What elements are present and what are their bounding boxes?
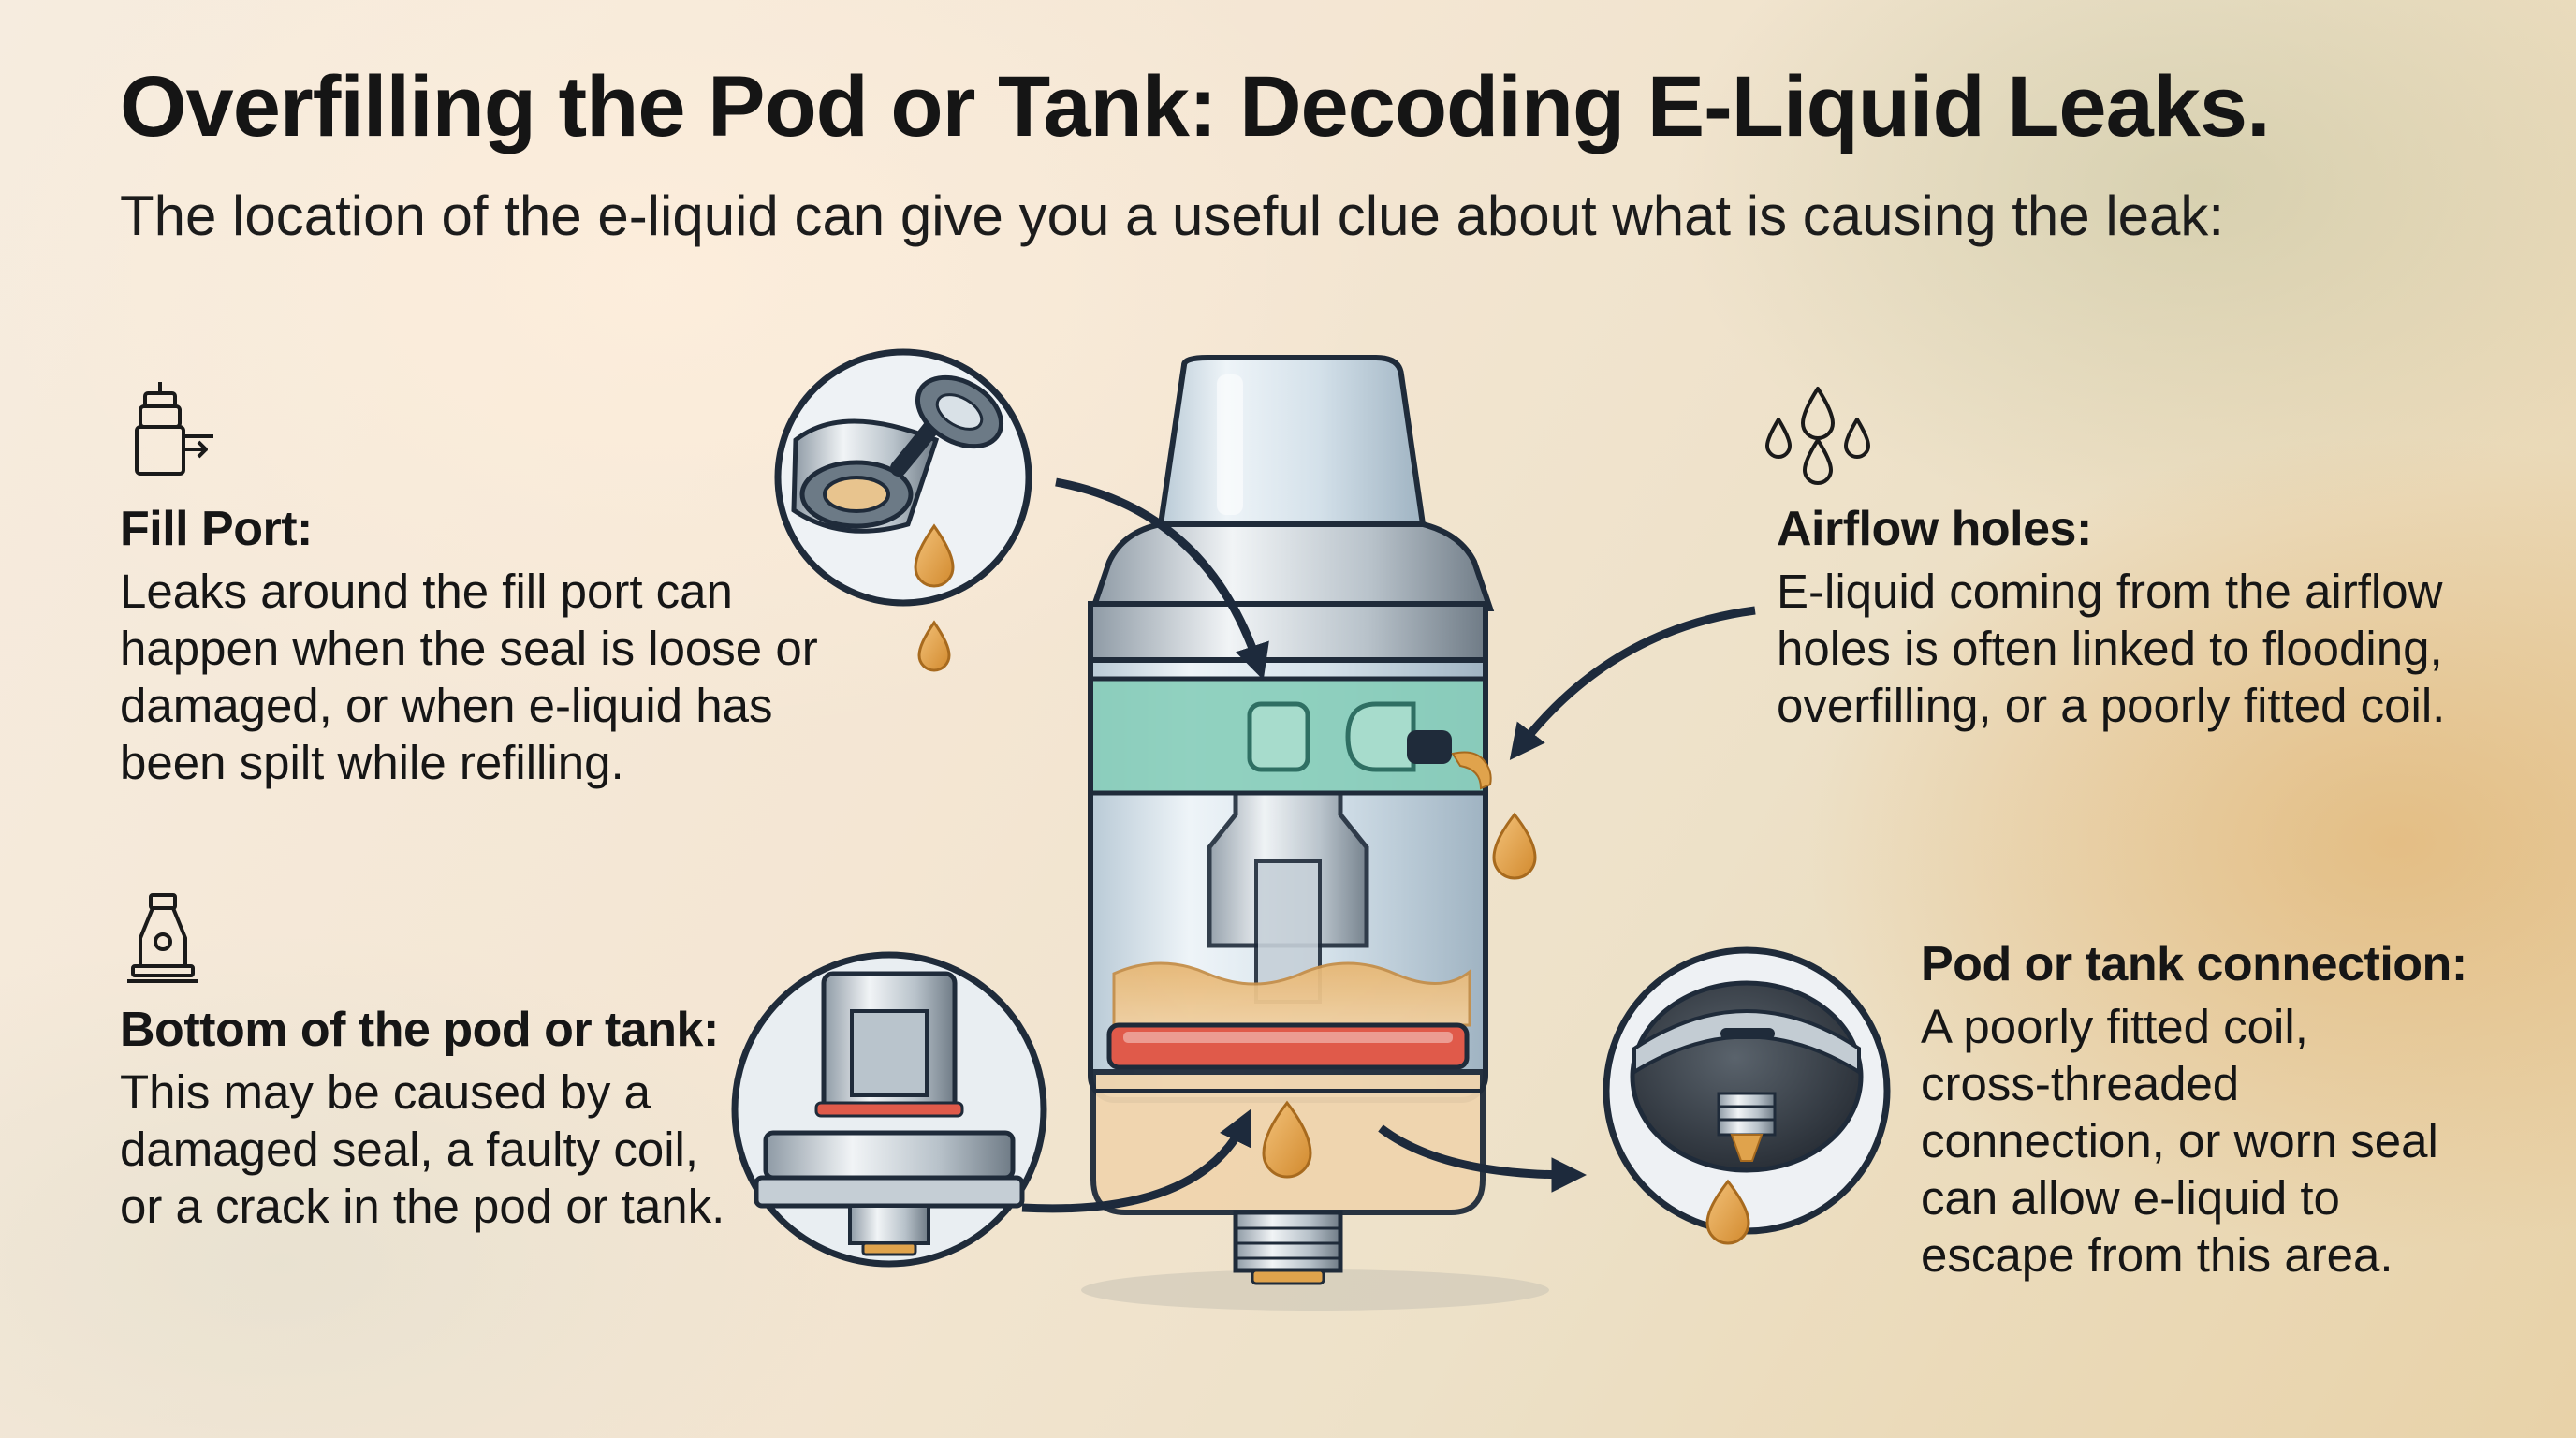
- drip-tip: [1157, 355, 1427, 527]
- base-drop-icon: [1262, 1100, 1312, 1179]
- connection-closeup: [1603, 946, 1891, 1245]
- fill-port-drop-icon: [914, 523, 955, 588]
- connection-line-2: cross-threaded: [1921, 1057, 2240, 1110]
- connection-title: Pod or tank connection:: [1921, 937, 2467, 991]
- fill-port-line-1: Leaks around the fill port can: [120, 565, 733, 618]
- airflow-line-1: E-liquid coming from the airflow: [1777, 565, 2443, 618]
- connection-arrow: [1378, 1124, 1588, 1193]
- bottom-description: This may be caused by a damaged seal, a …: [120, 1064, 724, 1235]
- airflow-hole: [1407, 730, 1452, 764]
- connection-line-4: can allow e-liquid to: [1921, 1171, 2340, 1225]
- connection-line-5: escape from this area.: [1921, 1228, 2393, 1282]
- bottom-callout: Bottom of the pod or tank: This may be c…: [120, 1002, 724, 1235]
- page-title: Overfilling the Pod or Tank: Decoding E-…: [120, 59, 2271, 154]
- airflow-drop-icon: [1492, 812, 1537, 880]
- pod-bottom-icon: [127, 893, 198, 983]
- threaded-connector: [1233, 1210, 1343, 1273]
- fill-port-line-2: happen when the seal is loose or: [120, 622, 818, 675]
- airflow-description: E-liquid coming from the airflow holes i…: [1777, 563, 2445, 734]
- fill-port-closeup: [774, 348, 1032, 607]
- fill-port-description: Leaks around the fill port can happen wh…: [120, 563, 818, 791]
- connection-line-3: connection, or worn seal: [1921, 1114, 2438, 1167]
- fill-port-icon: [135, 382, 213, 476]
- bottom-line-1: This may be caused by a: [120, 1065, 651, 1119]
- airflow-arrow: [1509, 606, 1756, 761]
- fill-port-arrow: [1055, 477, 1269, 681]
- pod-bottom-closeup: [731, 951, 1047, 1268]
- falling-drop-icon: [917, 620, 951, 672]
- airflow-drops-icon: [1765, 387, 1870, 485]
- bottom-line-2: damaged seal, a faulty coil,: [120, 1123, 699, 1176]
- fill-port-line-4: been spilt while refilling.: [120, 736, 624, 789]
- top-cap: [1089, 521, 1495, 611]
- airflow-line-3: overfilling, or a poorly fitted coil.: [1777, 679, 2446, 732]
- fill-port-callout: Fill Port: Leaks around the fill port ca…: [120, 501, 818, 791]
- connection-description: A poorly fitted coil, cross-threaded con…: [1921, 998, 2467, 1284]
- page-subtitle: The location of the e-liquid can give yo…: [120, 184, 2225, 247]
- airflow-title: Airflow holes:: [1777, 502, 2092, 556]
- bottom-arrow: [1021, 1108, 1251, 1213]
- connection-callout: Pod or tank connection: A poorly fitted …: [1921, 936, 2467, 1284]
- connection-line-1: A poorly fitted coil,: [1921, 1000, 2308, 1053]
- bottom-title: Bottom of the pod or tank:: [120, 1003, 719, 1057]
- tank-shadow: [1081, 1269, 1549, 1311]
- fill-port-title: Fill Port:: [120, 502, 313, 556]
- airflow-callout: Airflow holes: E-liquid coming from the …: [1777, 501, 2445, 734]
- airflow-line-2: holes is often linked to flooding,: [1777, 622, 2443, 675]
- fill-port-line-3: damaged, or when e-liquid has: [120, 679, 773, 732]
- bottom-seal: [1106, 1022, 1470, 1070]
- e-liquid-level: [1112, 961, 1471, 1027]
- bottom-line-3: or a crack in the pod or tank.: [120, 1180, 725, 1233]
- connection-drop-icon: [1705, 1179, 1750, 1245]
